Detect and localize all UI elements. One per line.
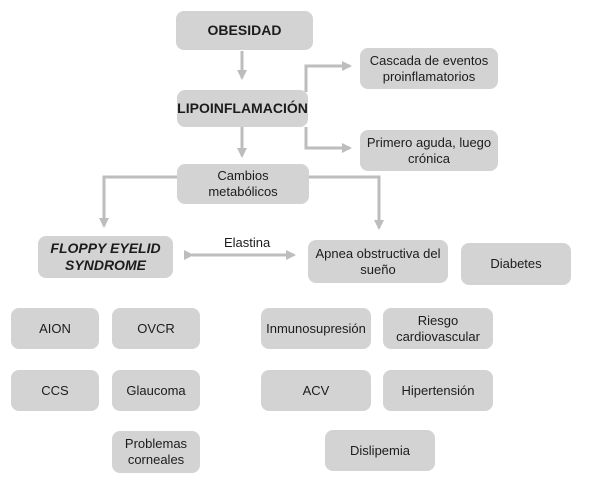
node-ovcr: OVCR <box>112 308 200 349</box>
node-inmunosupresion: Inmunosupresión <box>261 308 371 349</box>
node-obesidad: OBESIDAD <box>176 11 313 50</box>
arrow-cambios-floppy <box>99 175 177 228</box>
arrow-lipo-primero <box>304 127 352 153</box>
node-acv: ACV <box>261 370 371 411</box>
arrow-cambios-apnea <box>309 175 384 230</box>
elastina-label: Elastina <box>224 235 271 250</box>
node-aion: AION <box>11 308 99 349</box>
node-diabetes: Diabetes <box>461 243 571 285</box>
node-ccs: CCS <box>11 370 99 411</box>
node-hipertension: Hipertensión <box>383 370 493 411</box>
node-glaucoma: Glaucoma <box>112 370 200 411</box>
node-problemas-corneales: Problemas corneales <box>112 431 200 473</box>
node-apnea: Apnea obstructiva del sueño <box>308 240 448 283</box>
node-cambios-metabolicos: Cambios metabólicos <box>177 164 309 204</box>
node-riesgo-cardiovascular: Riesgo cardiovascular <box>383 308 493 349</box>
node-primero-aguda: Primero aguda, luego crónica <box>360 130 498 171</box>
arrow-lipo-cascada <box>304 61 352 92</box>
node-floppy-eyelid: FLOPPY EYELID SYNDROME <box>38 236 173 278</box>
node-lipoinflamacion: LIPOINFLAMACIÓN <box>177 90 308 127</box>
node-dislipemia: Dislipemia <box>325 430 435 471</box>
node-cascada: Cascada de eventos proinflamatorios <box>360 48 498 89</box>
